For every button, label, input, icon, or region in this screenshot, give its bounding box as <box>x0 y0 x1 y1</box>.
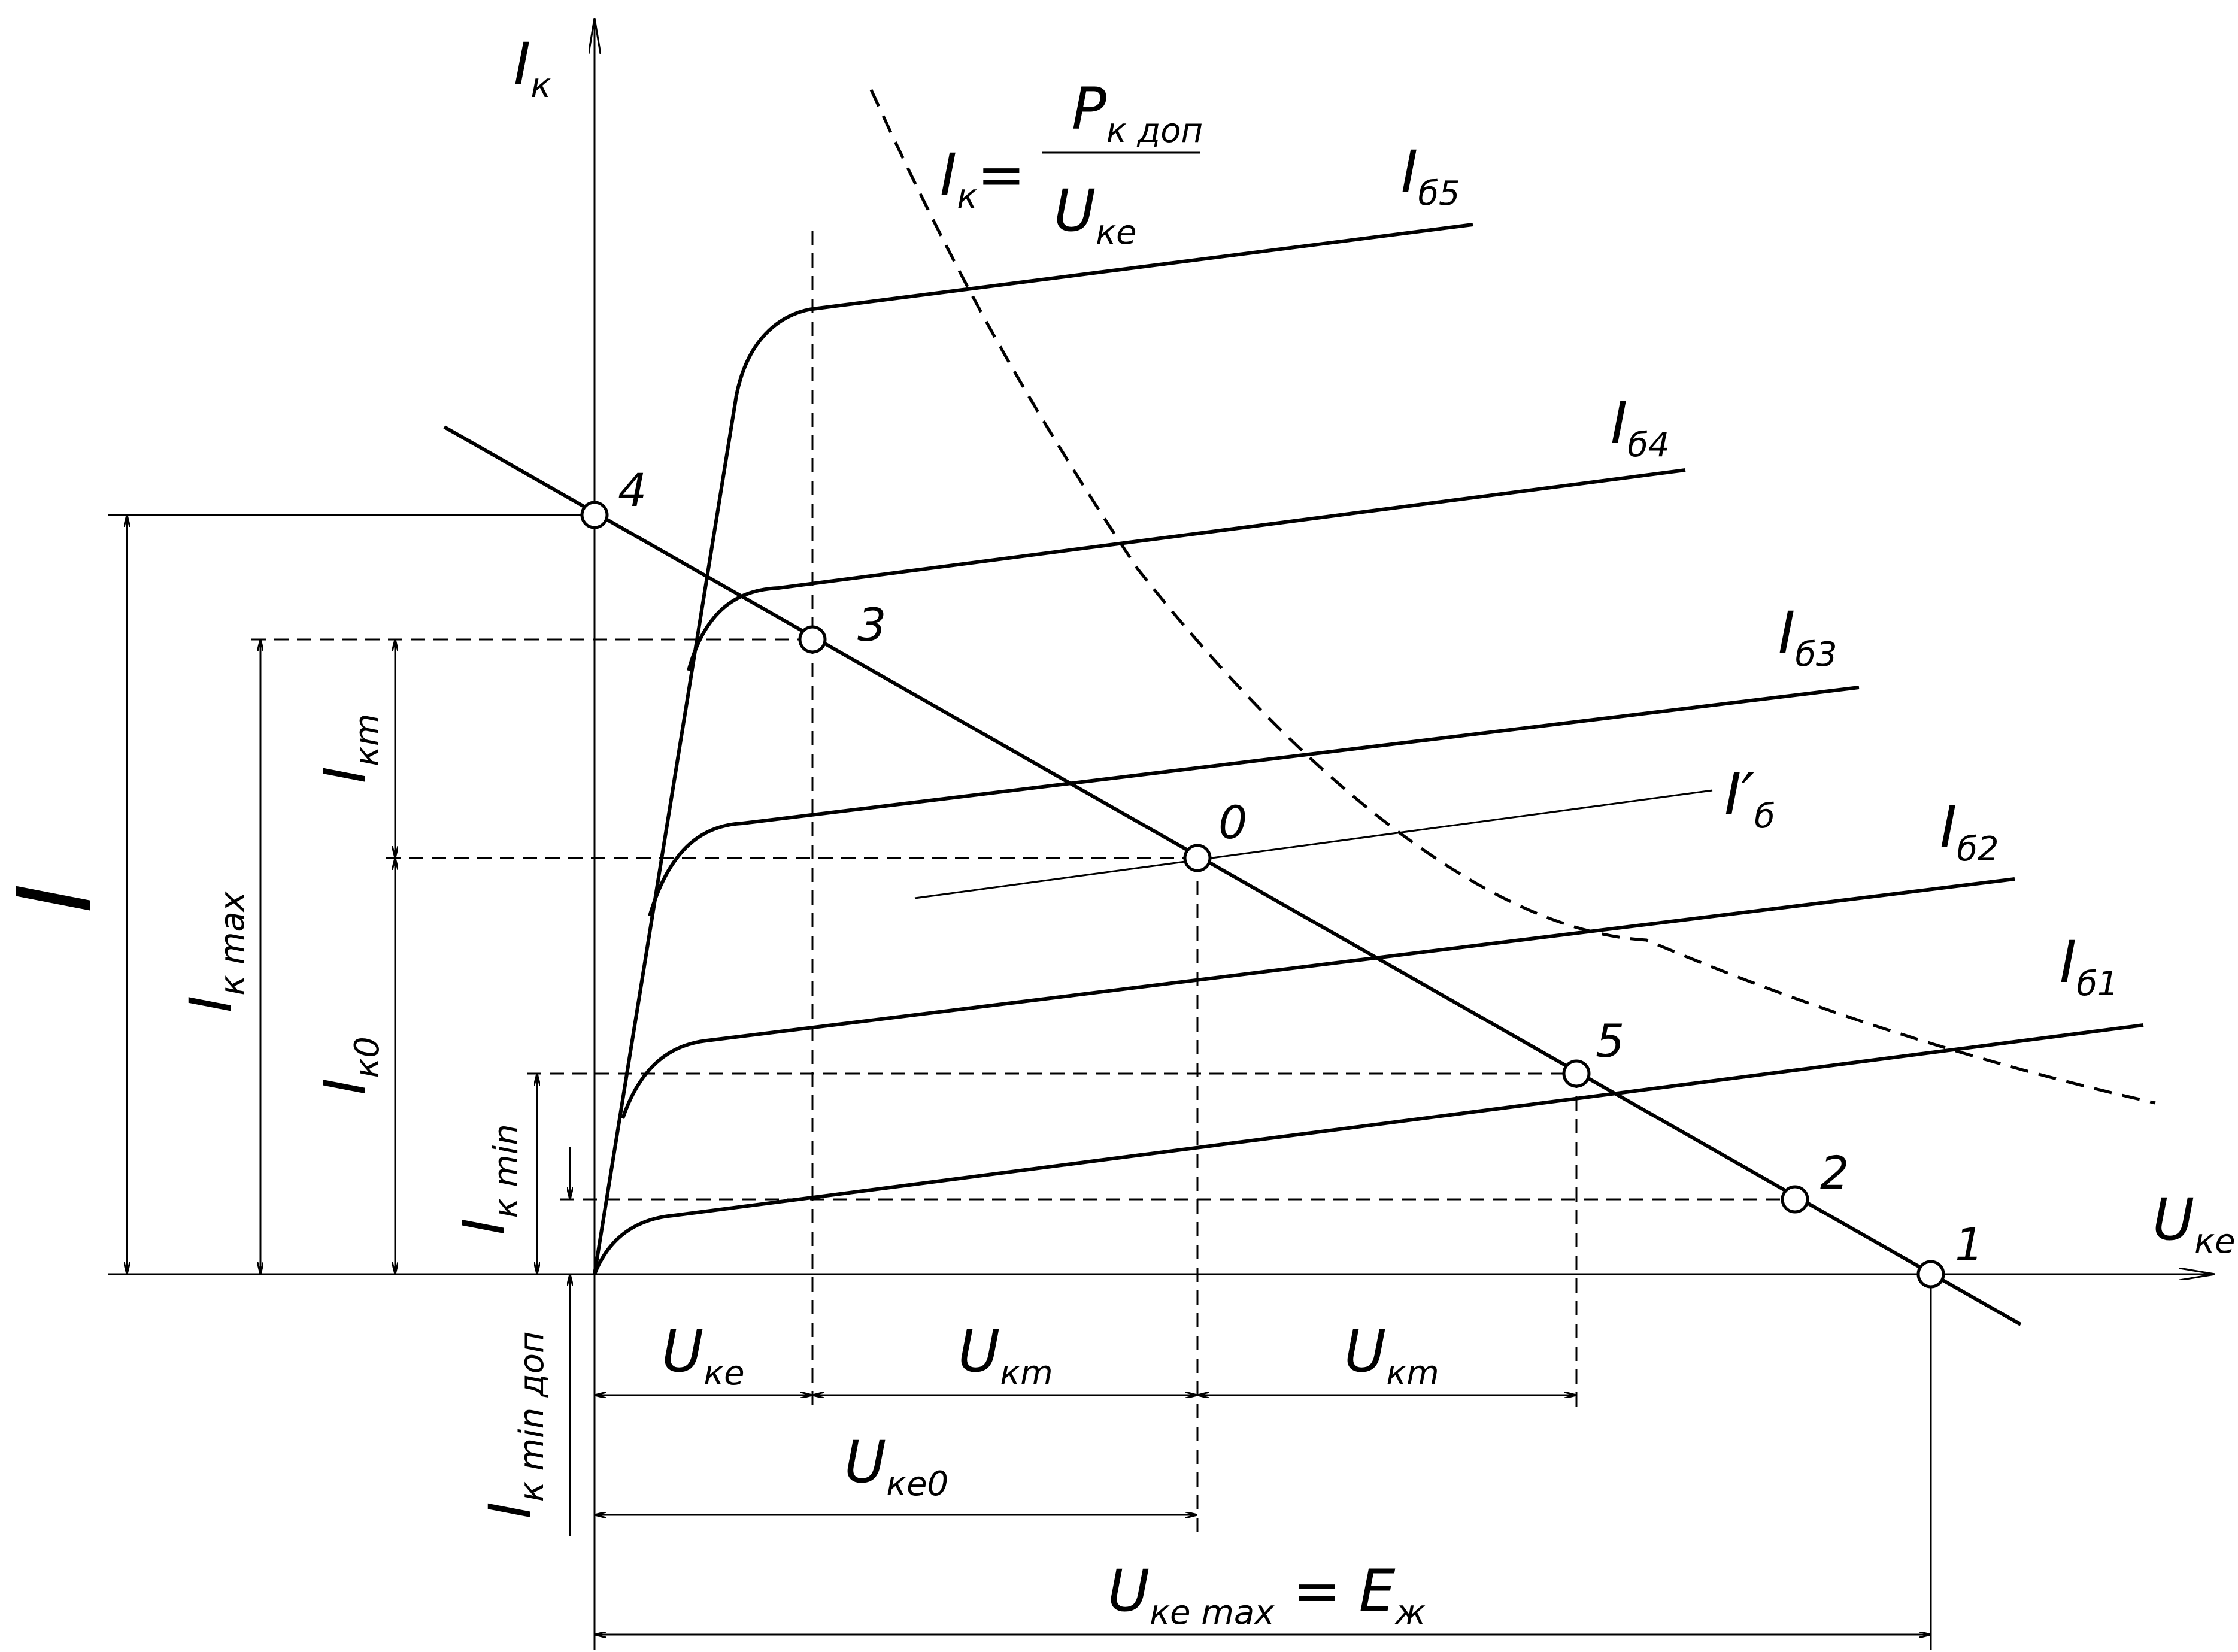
point-label-0: 0 <box>1218 796 1247 849</box>
label-ik0: Iк0 <box>312 1036 387 1095</box>
label-ib4: Iб4 <box>1611 390 1669 465</box>
label-ik-min-dop: Iк min доп <box>477 1332 551 1519</box>
curve-ib5 <box>593 223 1473 1275</box>
label-uke0: Uке0 <box>844 1429 948 1504</box>
label-ukm-1: Uкm <box>958 1318 1053 1393</box>
point-2 <box>1781 1185 1809 1214</box>
point-4 <box>580 501 609 529</box>
svg-text:Pк доп: Pк доп <box>1072 75 1203 150</box>
point-label-5: 5 <box>1596 1014 1624 1068</box>
point-5 <box>1562 1059 1591 1088</box>
svg-text:Iк=: Iк= <box>940 141 1026 216</box>
curve-ib3 <box>648 686 1860 917</box>
label-ib5: Iб5 <box>1401 138 1460 213</box>
point-label-4: 4 <box>618 463 647 517</box>
x-axis-label: Uке <box>2152 1186 2236 1261</box>
power-limit-curve <box>869 89 2156 1105</box>
label-ukm-2: Uкm <box>1344 1318 1439 1393</box>
curve-ib1 <box>593 1023 2144 1275</box>
power-formula: Iк= Pк доп Uке <box>940 75 1203 252</box>
label-uke: Uке <box>662 1318 745 1393</box>
label-uke-max: Uке max = Eж <box>1108 1557 1426 1632</box>
point-label-3: 3 <box>857 598 886 651</box>
label-ik-max: Iк max <box>177 891 252 1013</box>
svg-text:Uке: Uке <box>1054 177 1137 252</box>
label-ib1: Iб1 <box>2060 929 2118 1004</box>
point-1 <box>1916 1260 1945 1289</box>
label-ikm: Iкm <box>312 714 387 784</box>
point-3 <box>798 625 827 654</box>
label-ib3: Iб3 <box>1778 599 1837 674</box>
label-I-big: I <box>0 883 114 913</box>
y-axis-label: Iк <box>514 31 551 105</box>
curve-ib-prime <box>914 789 1713 899</box>
label-ib-prime: I′б <box>1724 761 1775 836</box>
point-0 <box>1183 844 1212 872</box>
point-label-1: 1 <box>1955 1218 1984 1271</box>
label-ib2: Iб2 <box>1940 794 1999 869</box>
point-label-2: 2 <box>1820 1146 1849 1199</box>
load-line <box>443 425 2022 1326</box>
curve-ib2 <box>621 877 2015 1119</box>
label-ik-min: Iк min <box>451 1124 526 1235</box>
curve-ib4 <box>687 468 1686 671</box>
